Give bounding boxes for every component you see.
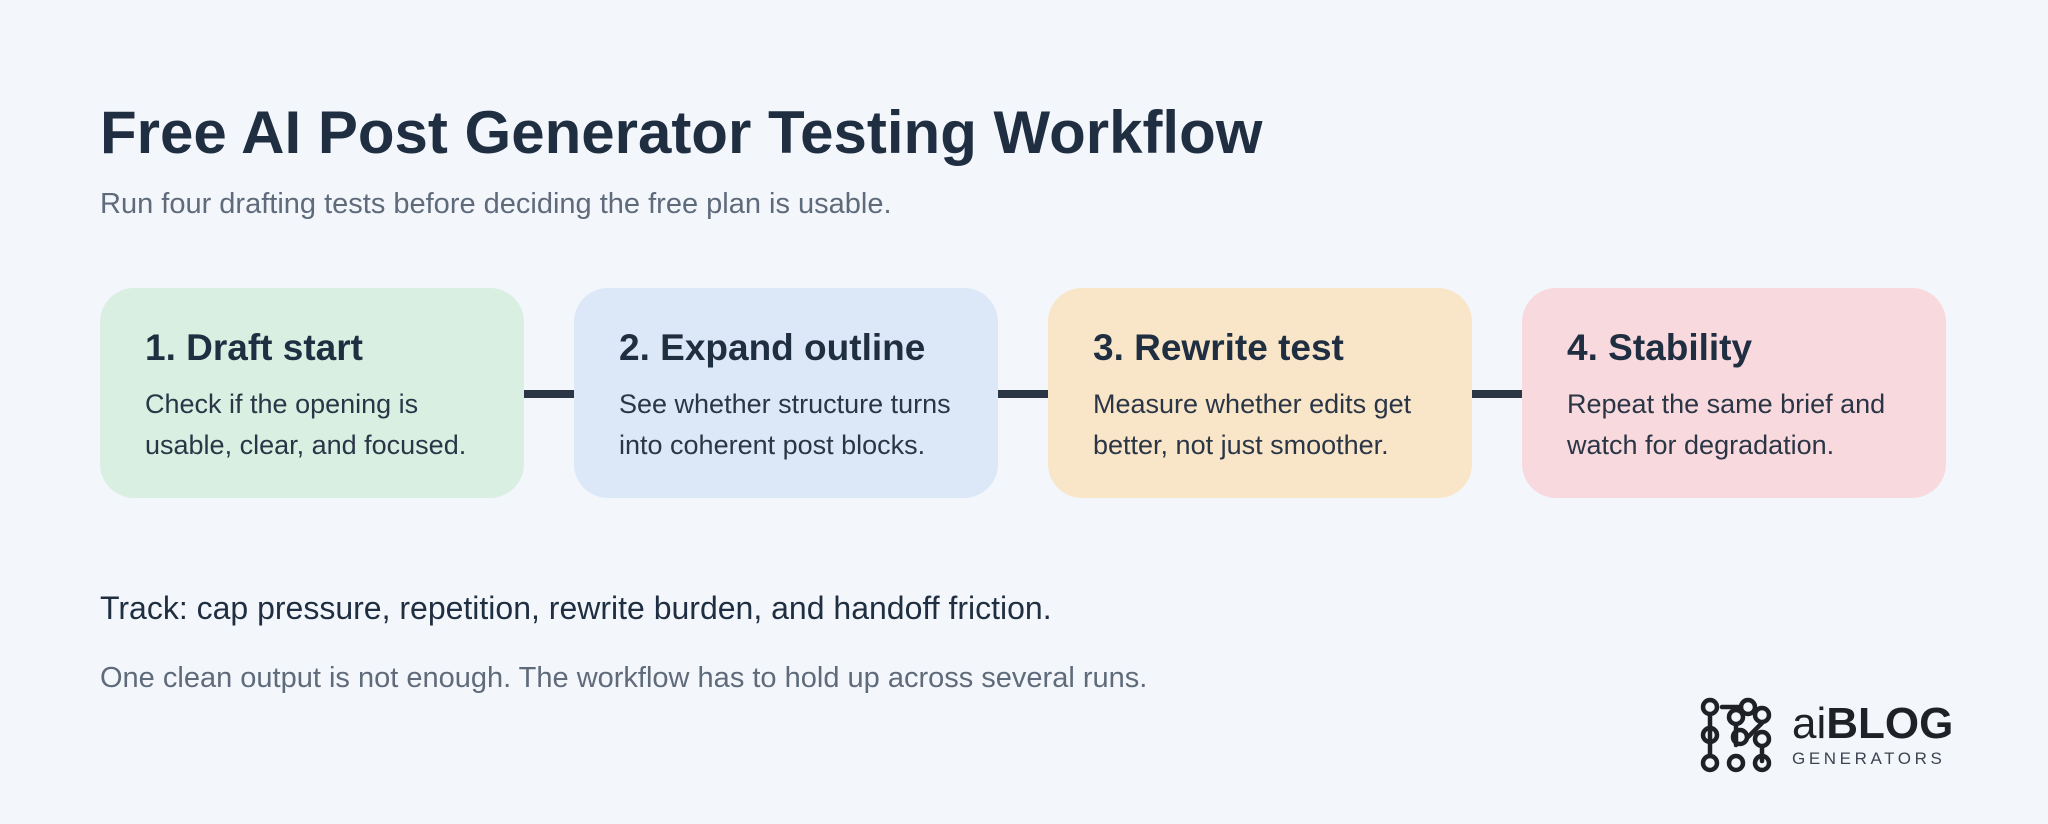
step-title: 4. Stability (1567, 327, 1753, 368)
step-card-stability: 4. Stability Repeat the same brief and w… (1522, 288, 1946, 498)
brand-logo: aiBLOG GENERATORS (1700, 695, 1953, 775)
step-description: Check if the opening is usable, clear, a… (145, 384, 494, 466)
circuit-nodes-icon (1700, 697, 1772, 773)
step-title: 2. Expand outline (619, 327, 926, 368)
step-card-expand-outline: 2. Expand outline See whether structure … (574, 288, 998, 498)
step-description-line: watch for degradation. (1567, 430, 1835, 461)
step-title: 1. Draft start (145, 327, 363, 368)
step-description-line: Measure whether edits get (1093, 389, 1412, 420)
logo-wordmark-blog: BLOG (1826, 699, 1954, 748)
logo-wordmark: aiBLOG (1792, 701, 1953, 747)
connector-3-4 (1472, 390, 1526, 398)
connector-1-2 (524, 390, 578, 398)
footnote-text: One clean output is not enough. The work… (100, 662, 1148, 694)
logo-tagline: GENERATORS (1792, 749, 1946, 768)
step-description-line: Repeat the same brief and (1567, 389, 1886, 420)
tracking-metrics-text: Track: cap pressure, repetition, rewrite… (100, 590, 1052, 626)
step-card-rewrite-test: 3. Rewrite test Measure whether edits ge… (1048, 288, 1472, 498)
step-description: See whether structure turns into coheren… (619, 384, 968, 466)
step-description-line: usable, clear, and focused. (145, 430, 467, 461)
step-description: Repeat the same brief and watch for degr… (1567, 384, 1916, 466)
page-subtitle: Run four drafting tests before deciding … (100, 188, 892, 220)
step-description-line: into coherent post blocks. (619, 430, 926, 461)
connector-2-3 (998, 390, 1052, 398)
step-description: Measure whether edits get better, not ju… (1093, 384, 1442, 466)
logo-text: aiBLOG GENERATORS (1792, 701, 1953, 769)
step-description-line: Check if the opening is (145, 389, 419, 420)
step-description-line: better, not just smoother. (1093, 430, 1389, 461)
step-title: 3. Rewrite test (1093, 327, 1344, 368)
step-card-draft-start: 1. Draft start Check if the opening is u… (100, 288, 524, 498)
step-description-line: See whether structure turns (619, 389, 951, 420)
page-title: Free AI Post Generator Testing Workflow (100, 99, 1263, 166)
logo-wordmark-ai: ai (1792, 699, 1827, 748)
